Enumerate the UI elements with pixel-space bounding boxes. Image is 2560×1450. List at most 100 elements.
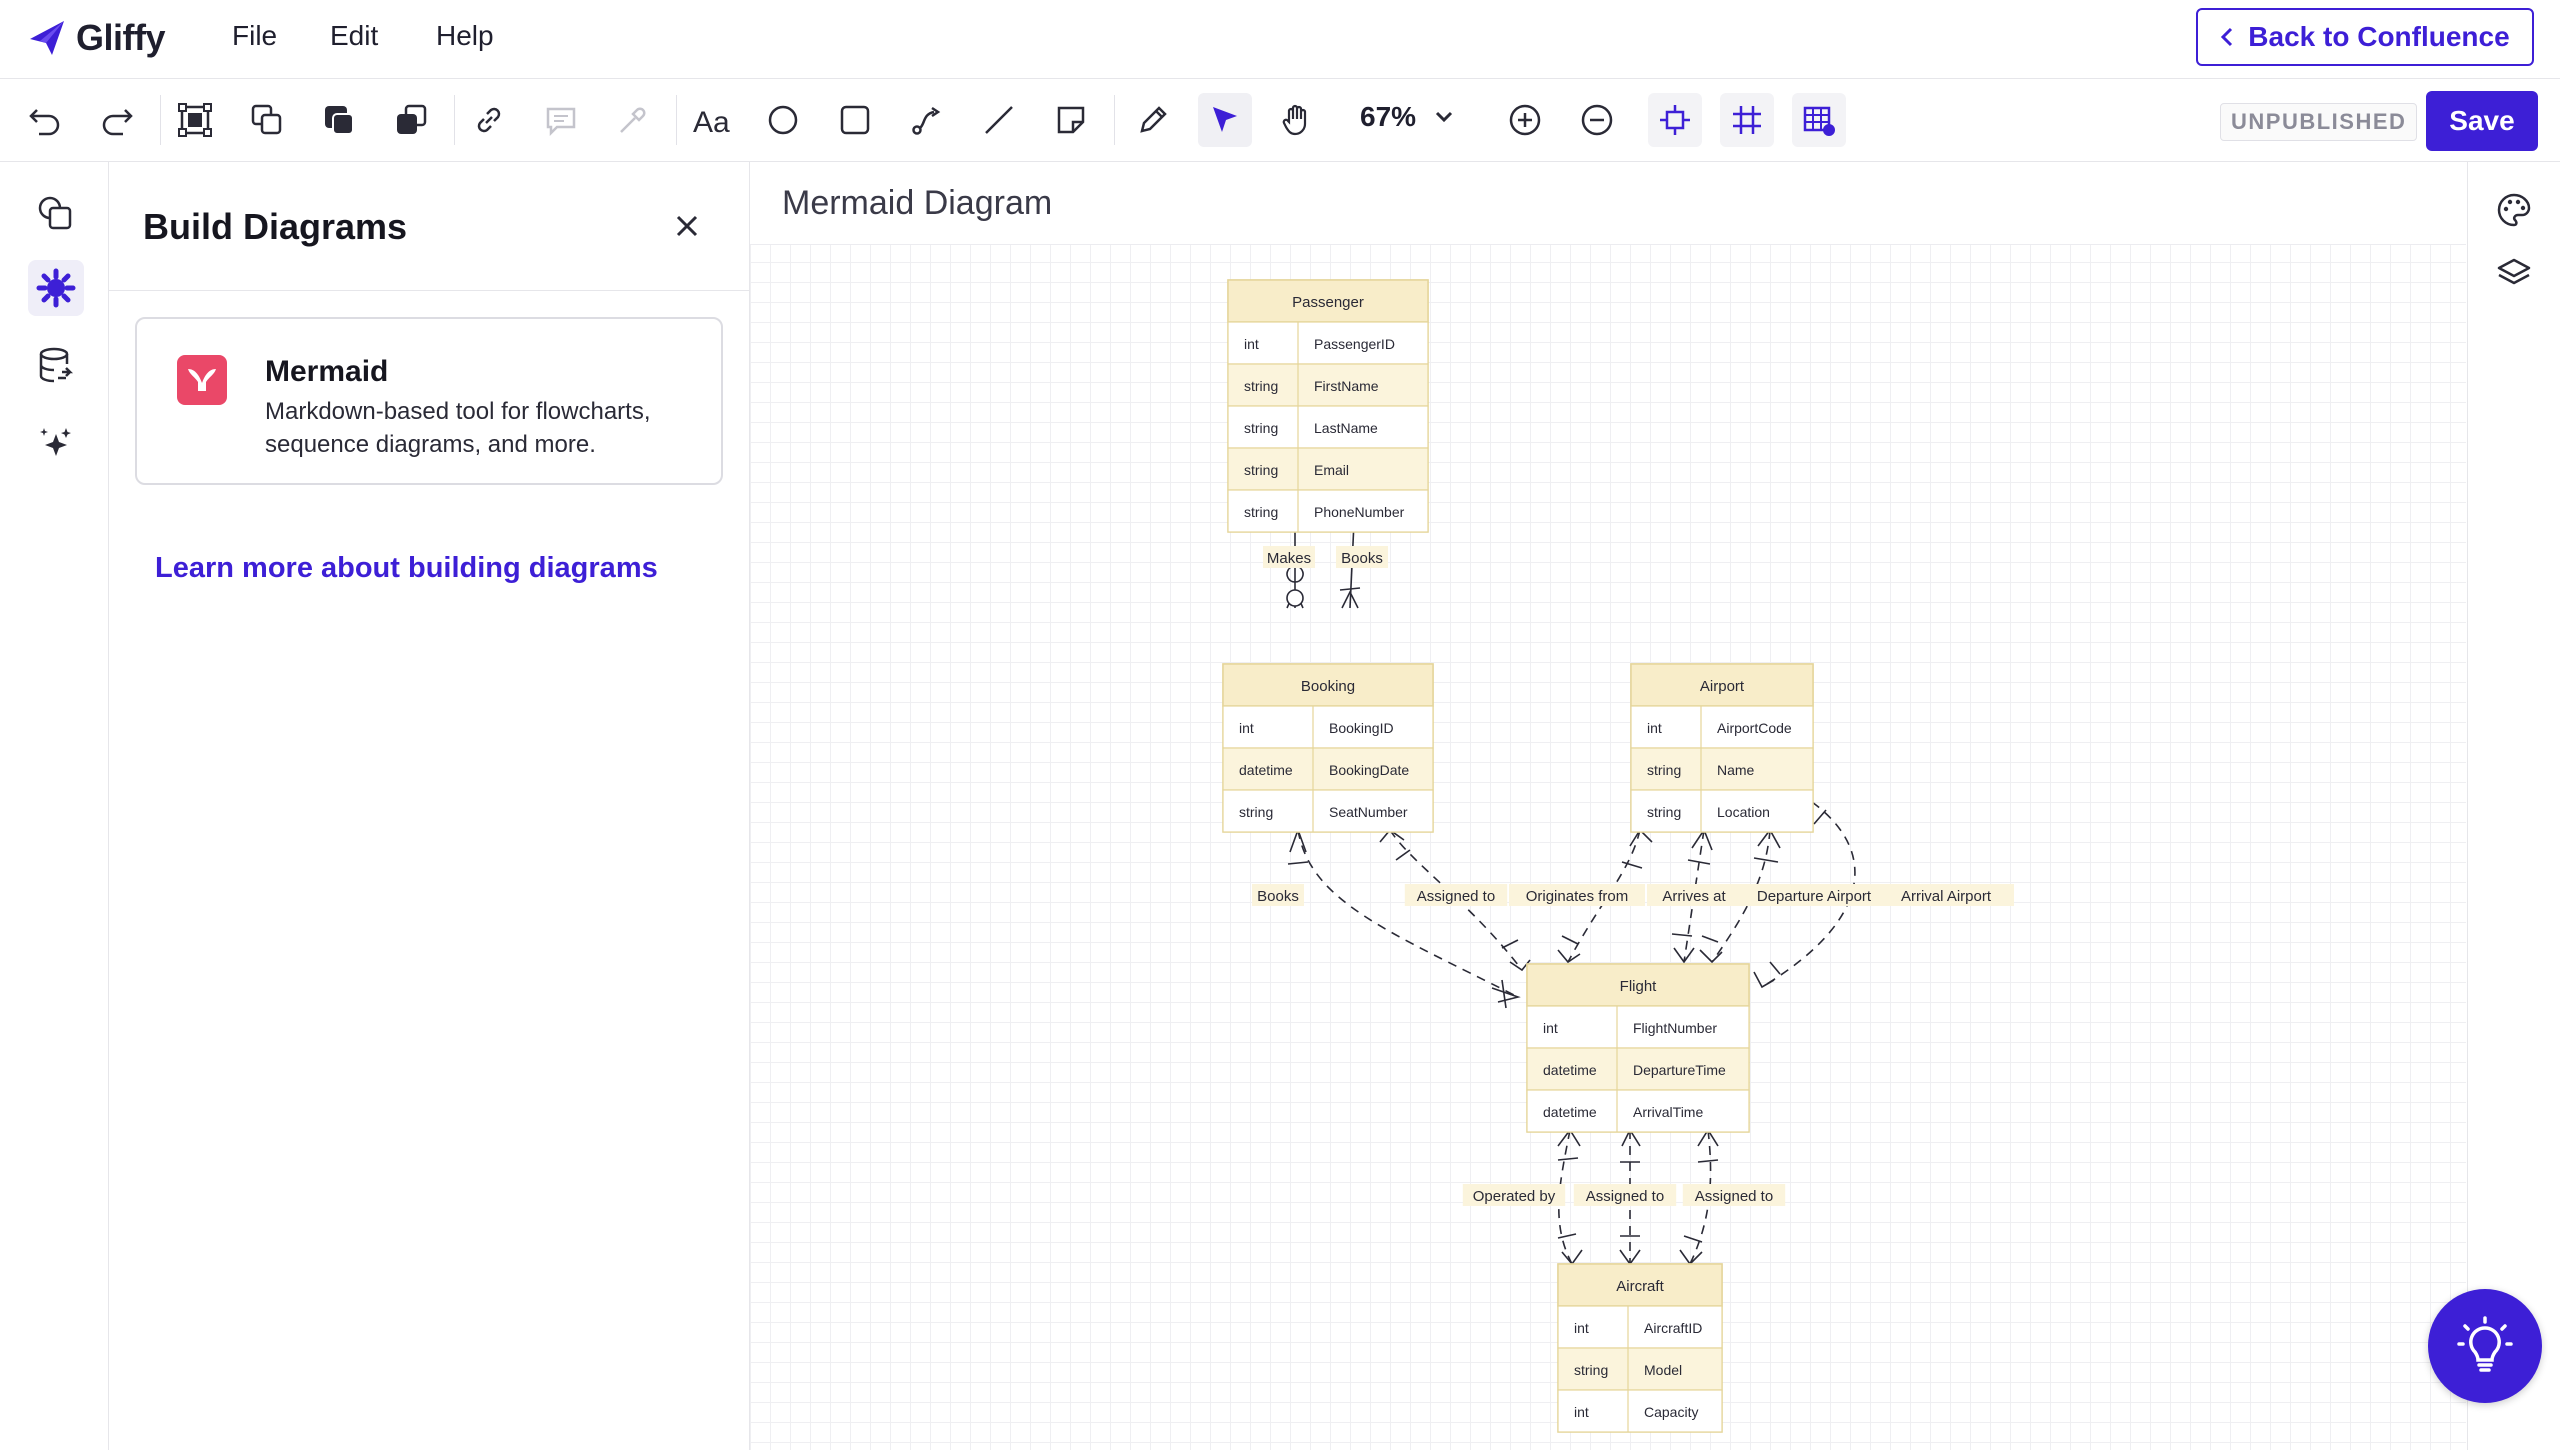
- comment-icon: [546, 107, 576, 137]
- relationship-line: [1297, 829, 1519, 998]
- text-icon: Aa: [693, 106, 730, 138]
- redo-button[interactable]: [90, 93, 144, 147]
- svg-text:Arrives at: Arrives at: [1662, 888, 1726, 905]
- duplicate-button[interactable]: [384, 93, 438, 147]
- undo-button[interactable]: [18, 93, 72, 147]
- menu-help[interactable]: Help: [436, 20, 494, 51]
- fit-to-screen-button[interactable]: [1648, 93, 1702, 147]
- cardinality-marker: [1491, 979, 1521, 1009]
- attribute-type: int: [1244, 336, 1259, 352]
- relationship-label: Books: [1252, 884, 1304, 906]
- cardinality-marker: [1753, 828, 1781, 863]
- left-rail: [0, 162, 109, 1450]
- relationship-line: [1689, 1129, 1712, 1265]
- cardinality-marker: [1379, 828, 1411, 861]
- redo-icon: [102, 109, 133, 136]
- zoom-in-button[interactable]: [1498, 93, 1552, 147]
- pen-tool-button[interactable]: [1126, 93, 1180, 147]
- link-icon: [477, 107, 501, 133]
- learn-more-link[interactable]: Learn more about building diagrams: [155, 552, 658, 584]
- ellipse-icon: [768, 105, 798, 135]
- rectangle-tool-button[interactable]: [828, 93, 882, 147]
- sticky-note-icon: [1057, 106, 1085, 134]
- cardinality-marker: [1557, 1233, 1583, 1266]
- attribute-name: Email: [1314, 462, 1349, 478]
- hand-tool-button[interactable]: [1270, 93, 1324, 147]
- back-to-confluence-button[interactable]: Back to Confluence: [2196, 8, 2534, 66]
- zoom-level: 67%: [1360, 101, 1417, 132]
- connector-tool-button[interactable]: [900, 93, 954, 147]
- sticky-note-tool-button[interactable]: [1044, 93, 1098, 147]
- text-tool-button[interactable]: Aa: [684, 93, 738, 147]
- send-backward-button[interactable]: [312, 93, 366, 147]
- ai-generate-button[interactable]: [28, 416, 84, 472]
- svg-text:Assigned to: Assigned to: [1586, 1188, 1664, 1205]
- ai-sparkle-icon: [40, 428, 71, 456]
- cardinality-marker: [1619, 1235, 1641, 1266]
- build-diagrams-button[interactable]: [28, 260, 84, 316]
- relationship-label: Departure Airport: [1737, 884, 1891, 906]
- pointer-icon: [1213, 107, 1237, 132]
- cardinality-marker: [1557, 1128, 1581, 1161]
- cardinality-marker: [1799, 791, 1827, 825]
- shapes-icon: [38, 196, 72, 230]
- attribute-type: int: [1574, 1320, 1589, 1336]
- theme-button[interactable]: [2486, 182, 2542, 238]
- pen-icon: [1140, 106, 1167, 133]
- close-panel-button[interactable]: [665, 204, 709, 248]
- cardinality-marker: [1557, 935, 1581, 964]
- entity-title: Flight: [1620, 978, 1658, 995]
- help-tips-button[interactable]: [2428, 1289, 2542, 1403]
- entity-title: Aircraft: [1616, 1278, 1664, 1295]
- group-button[interactable]: [168, 93, 222, 147]
- canvas-header: Mermaid Diagram: [750, 162, 2466, 245]
- pointer-tool-button[interactable]: [1198, 93, 1252, 147]
- grid-toggle-button[interactable]: [1720, 93, 1774, 147]
- attribute-name: BookingID: [1329, 720, 1394, 736]
- relationship-label: Operated by: [1462, 1184, 1566, 1206]
- zoom-out-button[interactable]: [1570, 93, 1624, 147]
- eyedropper-button[interactable]: [606, 93, 660, 147]
- data-button[interactable]: [28, 338, 84, 394]
- ellipse-tool-button[interactable]: [756, 93, 810, 147]
- attribute-name: Capacity: [1644, 1404, 1698, 1420]
- mermaid-card[interactable]: Mermaid Markdown-based tool for flowchar…: [135, 317, 723, 485]
- zoom-dropdown[interactable]: 67%: [1360, 101, 1454, 133]
- close-icon: [676, 215, 698, 237]
- layers-icon: [2497, 258, 2531, 285]
- save-button[interactable]: Save: [2426, 91, 2538, 151]
- menu-file[interactable]: File: [232, 20, 278, 51]
- chevron-left-icon: [2221, 27, 2233, 47]
- bring-forward-icon: [251, 104, 282, 135]
- rectangle-icon: [840, 105, 870, 135]
- attribute-name: LastName: [1314, 420, 1378, 436]
- line-icon: [985, 106, 1013, 134]
- comment-button[interactable]: [534, 93, 588, 147]
- attribute-name: FirstName: [1314, 378, 1379, 394]
- relationship-line: [1389, 829, 1523, 971]
- svg-text:Aa: Aa: [693, 106, 730, 138]
- attribute-name: AirportCode: [1717, 720, 1792, 736]
- bring-forward-button[interactable]: [240, 93, 294, 147]
- send-backward-icon: [325, 106, 354, 135]
- line-tool-button[interactable]: [972, 93, 1026, 147]
- menu-edit[interactable]: Edit: [330, 20, 379, 51]
- attribute-type: datetime: [1239, 762, 1293, 778]
- zoom-out-icon: [1581, 104, 1613, 136]
- svg-text:Assigned to: Assigned to: [1417, 888, 1495, 905]
- lightbulb-icon: [2457, 1316, 2513, 1372]
- svg-text:Assigned to: Assigned to: [1695, 1188, 1773, 1205]
- layers-button[interactable]: [2486, 246, 2542, 302]
- table-button[interactable]: [1792, 93, 1846, 147]
- gliffy-logo[interactable]: Gliffy: [26, 14, 166, 62]
- diagram-title[interactable]: Mermaid Diagram: [782, 184, 1053, 222]
- shapes-button[interactable]: [28, 186, 84, 242]
- link-button[interactable]: [462, 93, 516, 147]
